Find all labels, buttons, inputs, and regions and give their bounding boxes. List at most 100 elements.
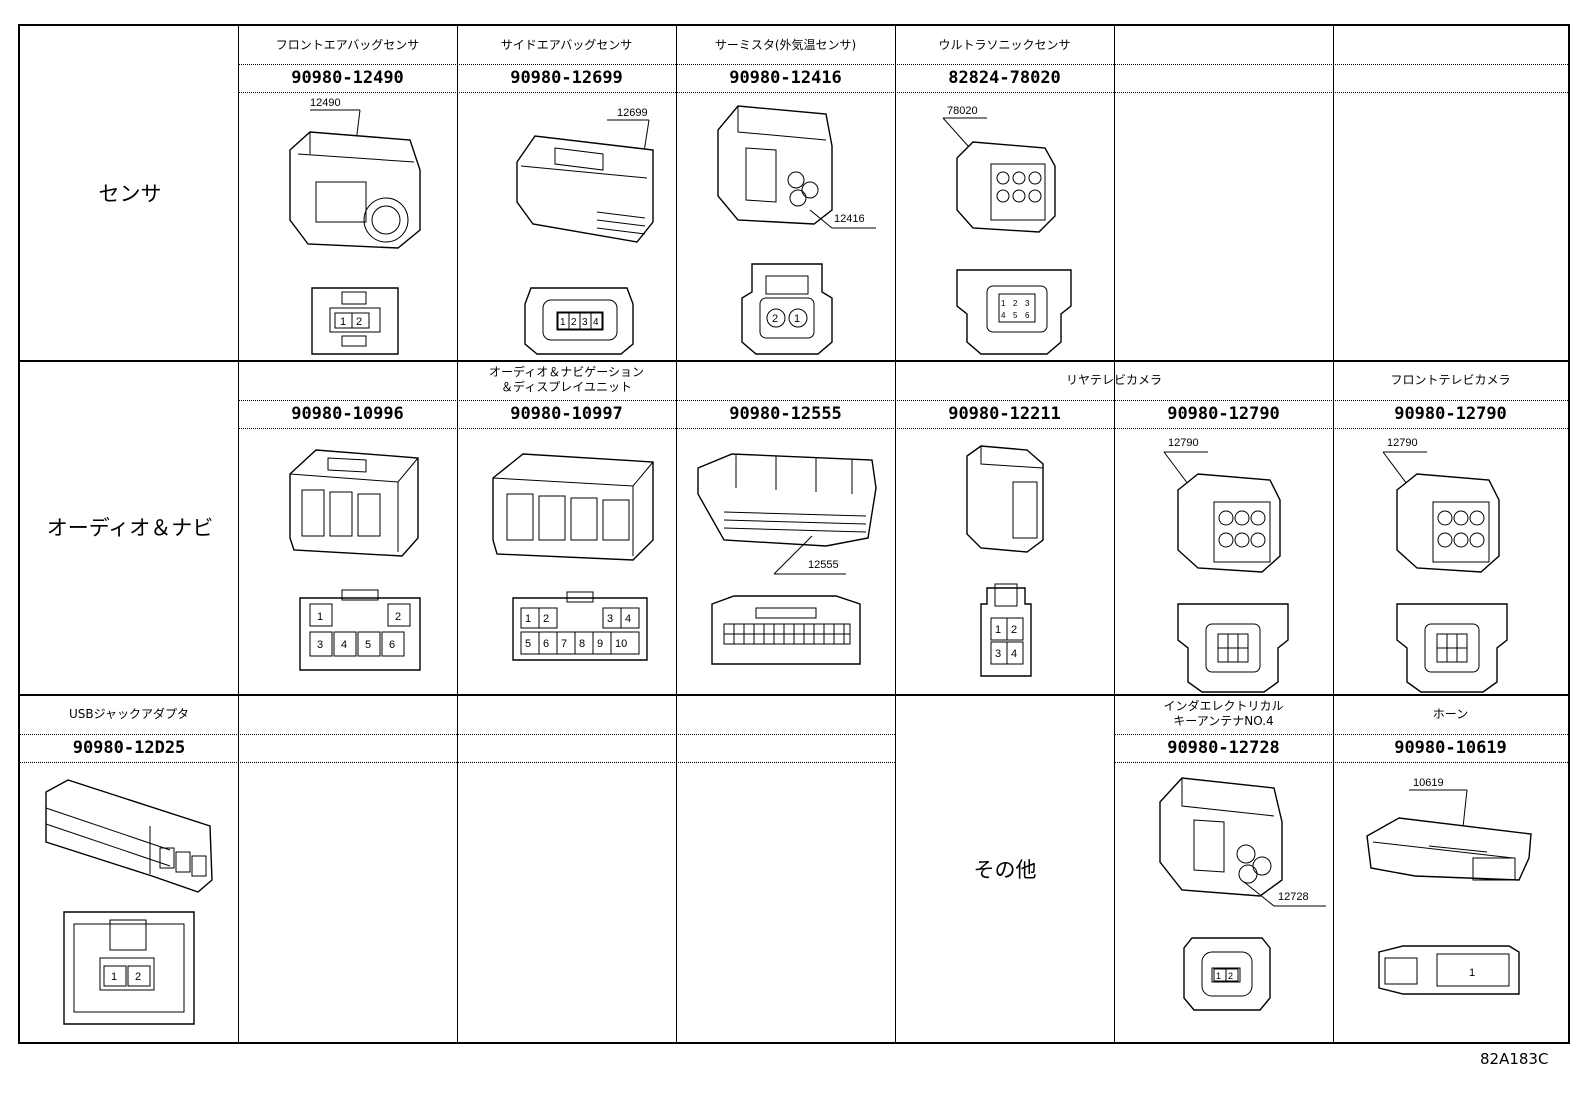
category-other: その他 [973,858,1037,882]
pin-label: 5 [365,639,371,651]
pin-label: 2 [356,316,362,328]
pin-label: 2 [571,317,577,328]
row-divider [20,360,1568,362]
connector-drawing-12490: 12490 1 2 [238,92,457,360]
row-divider [238,64,1568,65]
connector-chart: センサ オーディオ＆ナビ その他 フロントエアバッグセンサ サイドエアバッグセン… [18,24,1570,1044]
row-divider [1114,762,1568,763]
part-number: 90980-12790 [1167,404,1280,424]
pin-label: 2 [543,613,549,625]
row-divider [20,734,895,735]
connector-drawing-10996: 1 2 3 4 5 6 [238,428,457,694]
connector-drawing-12211: 1 2 3 4 [895,428,1114,694]
pin-label: 3 [995,648,1001,660]
callout-label: 12416 [834,213,865,225]
label-thermistor: サーミスタ(外気温センサ) [714,37,857,52]
connector-drawing-10997: 1 2 3 4 5 6 7 8 9 10 [457,428,676,694]
label-rear-camera: リヤテレビカメラ [1065,372,1162,387]
part-number: 90980-12699 [510,68,623,88]
callout-label: 78020 [947,105,978,117]
pin-label: 1 [1216,971,1221,981]
pin-label: 5 [525,638,531,650]
pin-label: 2 [1013,299,1018,308]
part-number: 90980-10619 [1394,738,1507,758]
callout-label: 12790 [1387,437,1418,449]
pin-label: 1 [995,624,1001,636]
label-audio-navigation-display: オーディオ＆ナビゲーション ＆ディスプレイユニット [489,365,644,394]
label-horn: ホーン [1432,706,1469,721]
pin-label: 6 [1025,311,1030,320]
row-divider [20,694,1568,696]
part-number: 90980-10997 [510,404,623,424]
connector-drawing-12416: 12416 2 1 [676,92,895,360]
pin-label: 4 [593,317,599,328]
pin-label: 2 [1011,624,1017,636]
row-divider [238,400,1568,401]
pin-label: 5 [1013,311,1018,320]
connector-drawing-12555: 12555 [676,428,895,694]
connector-drawing-12699: 12699 1 2 3 4 [457,92,676,360]
col-divider [238,26,239,1042]
pin-label: 2 [772,313,778,325]
label-usb-jack-adapter: USBジャックアダプタ [68,706,190,721]
figure-code: 82A183C [1480,1050,1549,1068]
part-number: 90980-12D25 [72,738,186,758]
callout-label: 12555 [808,559,839,571]
pin-label: 10 [615,638,627,650]
part-number: 90980-12490 [291,68,404,88]
part-number: 90980-12728 [1167,738,1280,758]
pin-label: 2 [1228,971,1233,981]
pin-label: 1 [1001,299,1006,308]
pin-label: 4 [1011,648,1017,660]
connector-drawing-12728: 12728 1 2 [1114,762,1333,1042]
pin-label: 6 [389,639,395,651]
pin-label: 1 [794,313,800,325]
col-divider [1114,26,1115,1042]
pin-label: 8 [579,638,585,650]
part-number: 90980-12211 [948,404,1061,424]
category-audio-navi: オーディオ＆ナビ [46,516,214,540]
callout-label: 12790 [1168,437,1199,449]
pin-label: 2 [395,611,401,623]
label-front-camera: フロントテレビカメラ [1390,372,1511,387]
connector-drawing-12D25: 1 2 [20,762,238,1042]
pin-label: 3 [582,317,588,328]
part-number: 90980-12416 [729,68,842,88]
part-number: 90980-12555 [729,404,842,424]
part-number: 90980-12790 [1394,404,1507,424]
pin-label: 1 [560,317,566,328]
pin-label: 3 [1025,299,1030,308]
col-divider [457,26,458,1042]
pin-label: 4 [341,639,347,651]
pin-label: 7 [561,638,567,650]
row-divider [238,428,1568,429]
pin-label: 3 [607,613,613,625]
label-ultrasonic-sensor: ウルトラソニックセンサ [938,37,1071,52]
category-sensor: センサ [98,182,162,206]
label-front-airbag-sensor: フロントエアバッグセンサ [275,37,420,52]
col-divider [676,26,677,1042]
pin-label: 1 [317,611,323,623]
pin-label: 6 [543,638,549,650]
label-side-airbag-sensor: サイドエアバッグセンサ [500,37,633,52]
pin-label: 4 [1001,311,1006,320]
pin-label: 2 [135,971,141,983]
callout-label: 12490 [310,97,341,109]
pin-label: 1 [111,971,117,983]
part-number: 82824-78020 [948,68,1061,88]
connector-drawing-12790-rear: 12790 [1114,428,1333,694]
callout-label: 12699 [617,107,648,119]
pin-label: 1 [1469,967,1475,979]
pin-label: 4 [625,613,631,625]
pin-label: 9 [597,638,603,650]
connector-drawing-10619: 10619 1 [1333,762,1568,1042]
callout-label: 12728 [1278,891,1309,903]
row-divider [1114,734,1568,735]
pin-label: 3 [317,639,323,651]
row-divider [238,92,1568,93]
label-key-antenna: インダエレクトリカル キーアンテナNO.4 [1163,699,1284,728]
col-divider [1333,26,1334,1042]
part-number: 90980-10996 [291,404,404,424]
connector-drawing-12790-front: 12790 [1333,428,1568,694]
col-divider [895,26,896,1042]
